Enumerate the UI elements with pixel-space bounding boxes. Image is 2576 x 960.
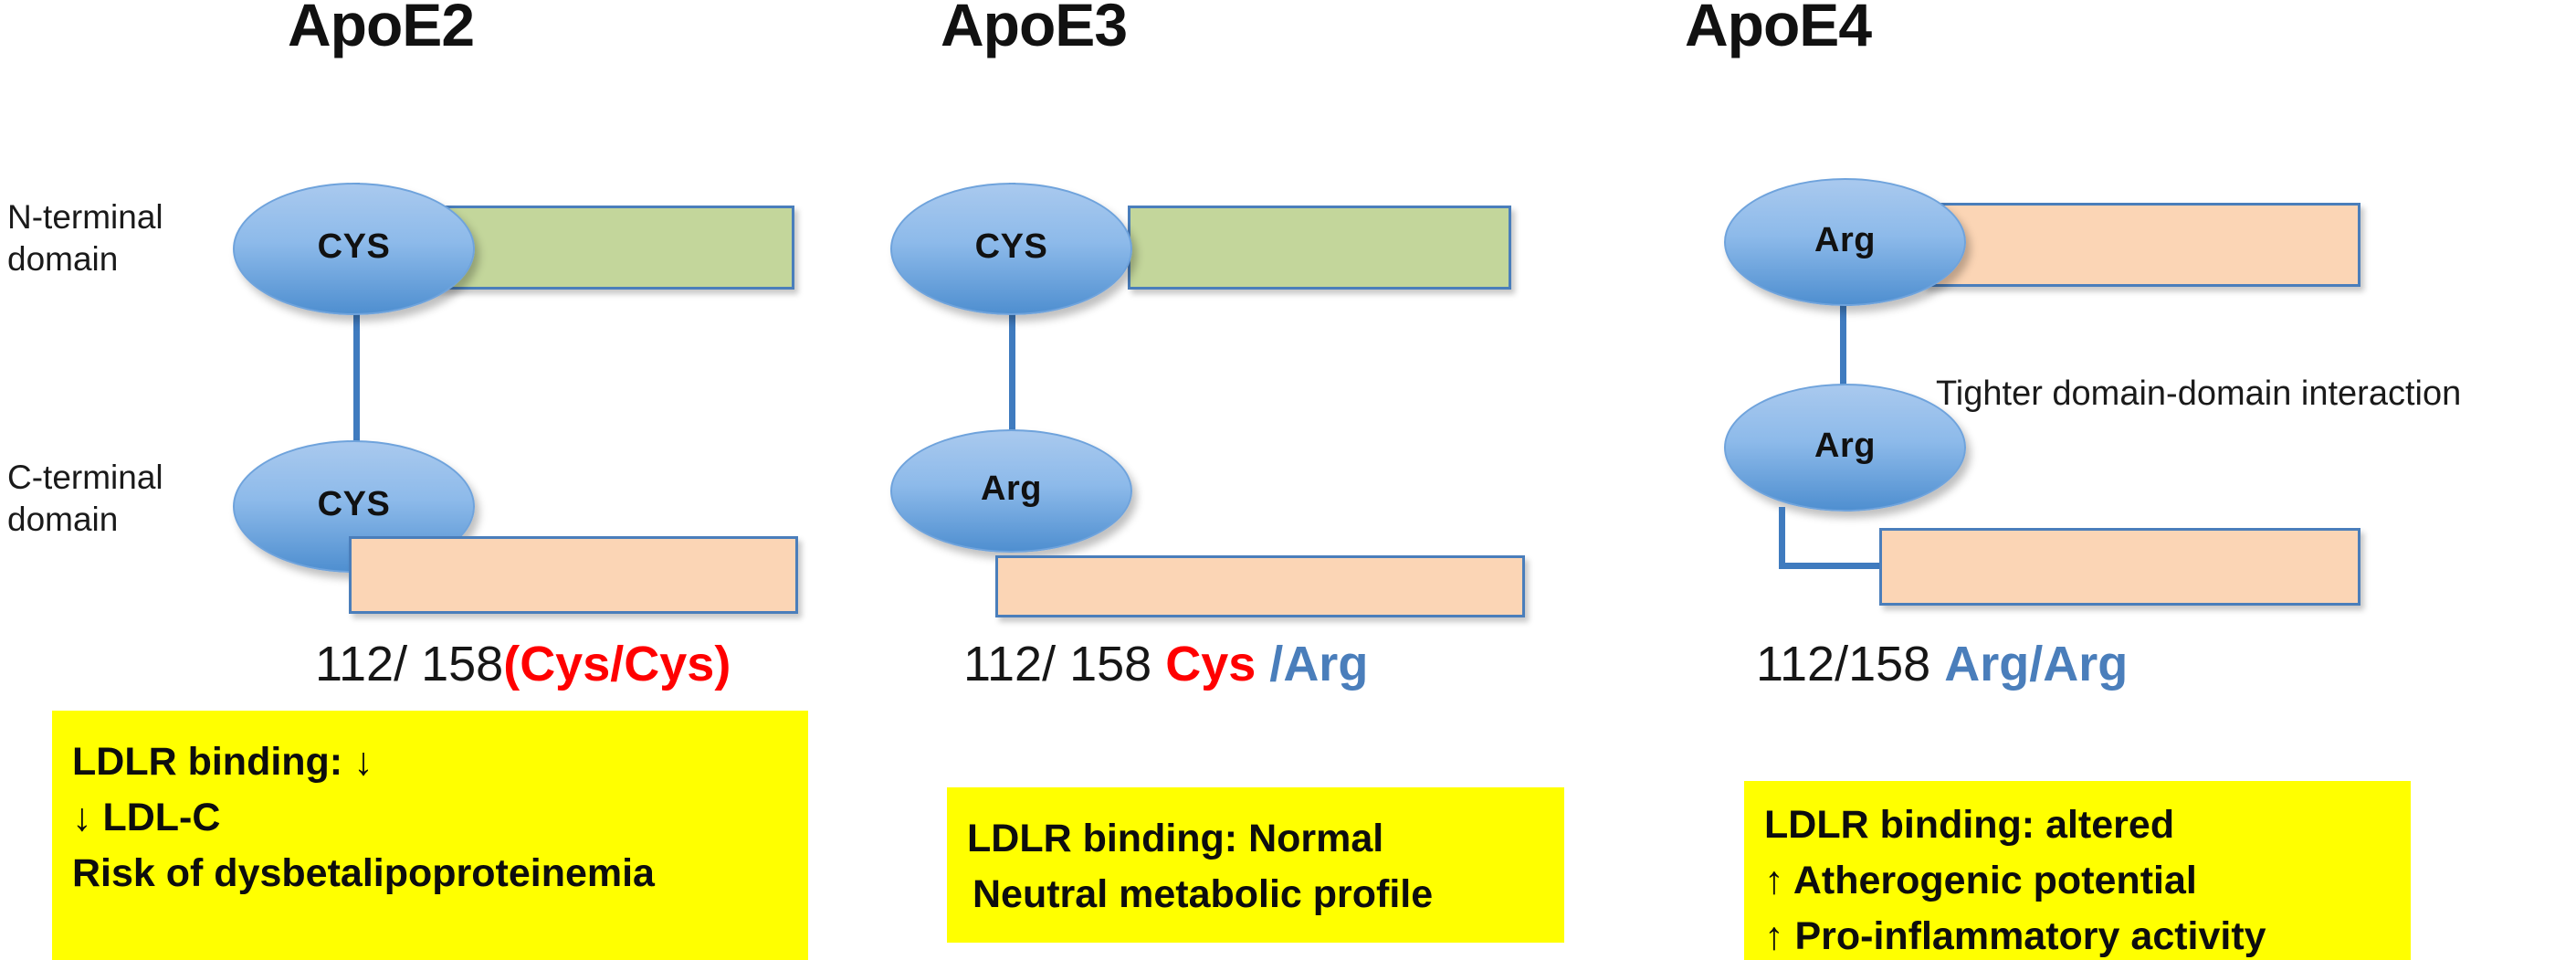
apoe4-genotype-positions: 112/158	[1756, 637, 1931, 691]
apoe2-n-terminal-residue-label: CYS	[317, 227, 391, 266]
apoe4-n-terminal-residue-node: Arg	[1724, 178, 1966, 306]
apoe4-genotype-residue2: Arg	[2043, 637, 2129, 691]
apoe3-genotype-residue1: Cys	[1165, 637, 1256, 691]
tighter-domain-interaction-annotation: Tighter domain-domain interaction	[1936, 375, 2462, 413]
apoe2-genotype-line: 112/ 158(Cys/Cys)	[315, 639, 731, 689]
apoe2-genotype-separator: /	[610, 637, 625, 691]
apoe3-n-terminal-residue-label: CYS	[974, 227, 1048, 266]
apoe2-genotype-open-paren: (	[503, 637, 520, 691]
column-title-apoe2: ApoE2	[288, 0, 475, 58]
apoe3-c-terminal-residue-label: Arg	[981, 469, 1042, 508]
apoe2-n-terminal-residue-node: CYS	[233, 183, 475, 315]
apoe4-c-terminal-residue-label: Arg	[1814, 426, 1876, 465]
c-terminal-domain-label-line1: C-terminal	[7, 459, 163, 496]
apoe3-genotype-separator: /	[1269, 637, 1284, 691]
apoe4-genotype-separator: /	[2029, 637, 2044, 691]
n-terminal-domain-label-line1: N-terminal	[7, 198, 163, 236]
apoe4-step-connector-vertical	[1779, 507, 1785, 569]
column-title-apoe3: ApoE3	[941, 0, 1128, 58]
apoe2-note-line-1: LDLR binding: ↓	[72, 740, 373, 784]
apoe3-n-terminal-bar	[1128, 206, 1511, 290]
apoe4-n-terminal-residue-label: Arg	[1814, 220, 1876, 259]
apoe4-genotype-line: 112/158 Arg/Arg	[1756, 639, 2128, 689]
apoe3-note-line-1: LDLR binding: Normal	[967, 817, 1384, 860]
apoe2-c-terminal-bar	[349, 536, 798, 614]
apoe3-genotype-positions: 112/ 158	[963, 637, 1152, 691]
apoe2-genotype-close-paren: )	[714, 637, 731, 691]
apoe3-genotype-line: 112/ 158 Cys /Arg	[963, 639, 1368, 689]
apoe3-c-terminal-bar	[995, 555, 1525, 617]
apoe2-genotype-residue2: Cys	[624, 637, 715, 691]
apoe4-note-line-2: ↑ Atherogenic potential	[1764, 859, 2197, 903]
n-terminal-domain-label-line2: domain	[7, 240, 119, 279]
apoe4-note-line-3: ↑ Pro-inflammatory activity	[1764, 914, 2266, 959]
apoe4-note-box: LDLR binding: altered ↑ Atherogenic pote…	[1744, 781, 2411, 960]
apoe4-step-connector-horizontal	[1779, 563, 1884, 569]
apoe4-c-terminal-residue-node: Arg	[1724, 384, 1966, 512]
apoe2-genotype-positions: 112/ 158	[315, 637, 504, 691]
n-terminal-domain-label: N-terminal domain	[7, 196, 163, 281]
apoe3-note-box: LDLR binding: Normal Neutral metabolic p…	[947, 787, 1564, 943]
column-title-apoe4: ApoE4	[1685, 0, 1872, 58]
c-terminal-domain-label: C-terminal domain	[7, 457, 163, 542]
apoe3-c-terminal-residue-node: Arg	[890, 429, 1132, 553]
apoe3-genotype-residue2: Arg	[1283, 637, 1369, 691]
apoe3-note-line-2: Neutral metabolic profile	[973, 872, 1434, 917]
apoe4-n-terminal-bar	[1922, 203, 2360, 287]
apoe4-genotype-residue1: Arg	[1944, 637, 2030, 691]
apoe2-c-terminal-residue-label: CYS	[317, 485, 391, 523]
apoe4-c-terminal-bar	[1879, 528, 2360, 606]
apoe4-note-line-1: LDLR binding: altered	[1764, 803, 2175, 847]
apoe3-domain-connector	[1009, 183, 1015, 466]
apoe2-note-line-3: Risk of dysbetalipoproteinemia	[72, 851, 655, 896]
apoe3-n-terminal-residue-node: CYS	[890, 183, 1132, 315]
c-terminal-domain-label-line2: domain	[7, 501, 119, 539]
apoe2-note-box: LDLR binding: ↓ ↓ LDL-C Risk of dysbetal…	[52, 711, 808, 960]
apoe2-genotype-residue1: Cys	[520, 637, 611, 691]
apoe2-domain-connector	[353, 183, 360, 457]
apoe2-note-line-2: ↓ LDL-C	[72, 796, 221, 840]
